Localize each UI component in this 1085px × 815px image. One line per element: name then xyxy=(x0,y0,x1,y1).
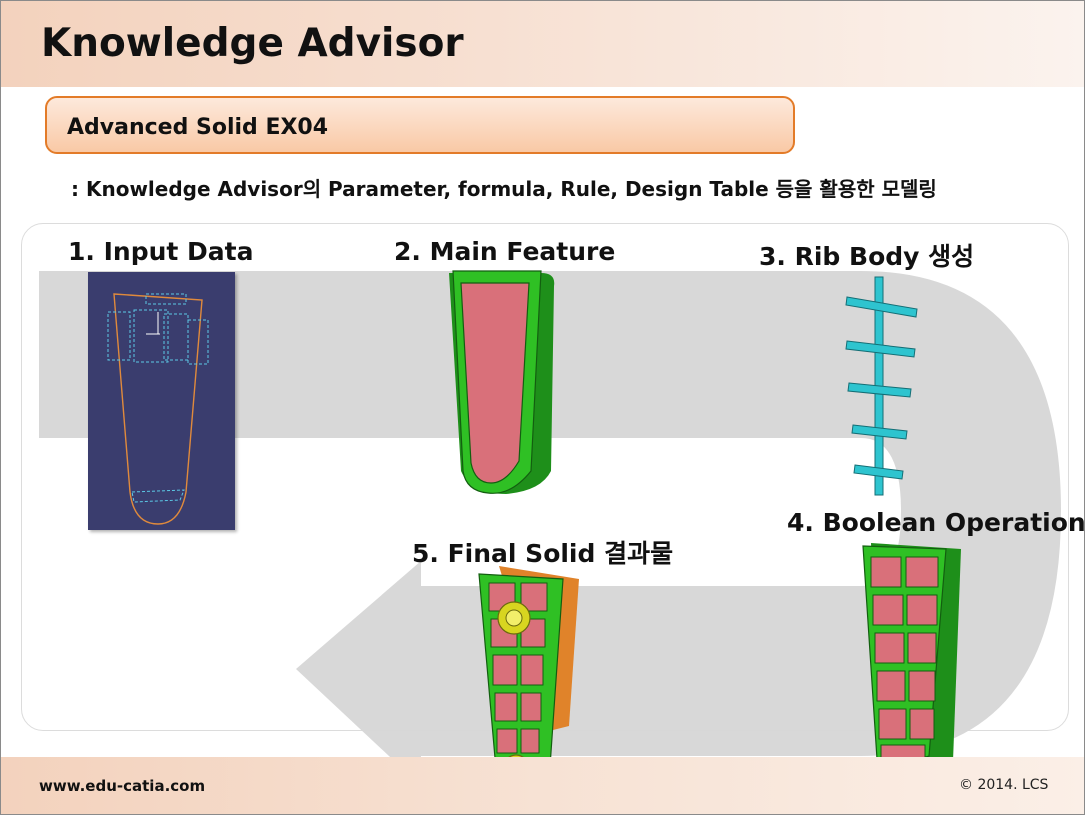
subtitle-text: Advanced Solid EX04 xyxy=(67,115,329,140)
description-text: : Knowledge Advisor의 Parameter, formula,… xyxy=(71,177,937,201)
boss-top xyxy=(497,601,531,635)
footer-url: www.edu-catia.com xyxy=(39,777,206,795)
step-label-final-solid: 5. Final Solid 결과물 xyxy=(412,539,674,568)
step-label-boolean-operation: 4. Boolean Operation xyxy=(787,508,1085,537)
subtitle-box: Advanced Solid EX04 xyxy=(45,96,795,154)
input-data-image xyxy=(88,272,235,530)
footer-copyright: © 2014. LCS xyxy=(959,777,1049,793)
flow-arrow-shape xyxy=(39,271,1061,786)
step-label-main-feature: 2. Main Feature xyxy=(394,237,616,266)
title-bar: Knowledge Advisor xyxy=(1,1,1084,87)
slide-title: Knowledge Advisor xyxy=(41,21,464,66)
step-label-input-data: 1. Input Data xyxy=(68,237,254,266)
step-label-rib-body: 3. Rib Body 생성 xyxy=(759,242,975,271)
input-sketch-drawing xyxy=(107,293,209,525)
footer-bar: www.edu-catia.com © 2014. LCS xyxy=(1,757,1084,814)
